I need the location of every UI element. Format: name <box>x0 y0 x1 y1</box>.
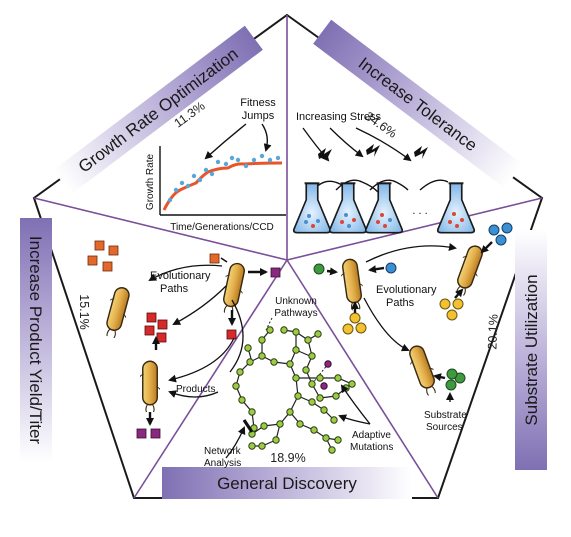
product-paths-line1: Evolutionary <box>150 270 211 282</box>
section-dividers <box>33 15 543 499</box>
lightning-icon <box>318 148 332 161</box>
network-dashed <box>265 317 329 385</box>
banner-substrate: Substrate Utilization <box>515 230 547 470</box>
growth-xlabel: Time/Generations/CCD <box>170 222 274 233</box>
fitness-jumps-line1: Fitness <box>240 97 276 109</box>
adaptive-arrow-2 <box>338 414 371 425</box>
network-analysis-arrow <box>225 426 246 459</box>
substrate-paths-line1: Evolutionary <box>376 284 437 296</box>
banner-discovery: General Discovery <box>162 467 412 499</box>
network-line1: Network <box>204 446 242 457</box>
products-label: Products <box>176 384 215 395</box>
substrate-arrow-green <box>326 267 338 276</box>
product-arrow-curve-up <box>229 299 244 373</box>
flask-connector-4 <box>419 179 449 191</box>
substrate-blue-dots <box>385 222 513 274</box>
substrate-paths-line2: Paths <box>386 297 415 309</box>
discovery-panel: Unknown Pathways <box>204 296 393 469</box>
network-nodes <box>232 326 356 454</box>
pct-substrate: 20.1% <box>485 314 500 350</box>
product-arrow-curve-left <box>148 264 223 281</box>
unknown-line1: Unknown <box>275 296 317 307</box>
flask-dots <box>304 212 464 228</box>
network-black-segment <box>242 419 254 433</box>
product-arrow-curve-low <box>168 337 235 383</box>
adaptive-line1: Adaptive <box>352 430 391 441</box>
substrate-arrow-green-right <box>433 373 446 382</box>
network-highlight-nodes <box>320 360 332 390</box>
product-panel: Evolutionary Paths Products <box>87 240 281 439</box>
sources-line2: Sources <box>426 422 463 433</box>
unknown-line2: Pathways <box>274 308 317 319</box>
purple-squares <box>136 267 281 439</box>
network-line2: Analysis <box>204 458 241 469</box>
product-paths-line2: Paths <box>160 283 189 295</box>
product-arrow-orange-to-bact <box>220 257 228 263</box>
lightning-icon <box>366 144 380 157</box>
adaptive-arrow-1 <box>340 384 371 425</box>
pct-product: 15.1% <box>77 294 91 329</box>
substrate-arrow-yellow-right <box>454 288 464 299</box>
substrate-yellow-dots <box>342 298 464 335</box>
fitness-jumps-line2: Jumps <box>242 110 275 122</box>
substrate-arrow-curve-up <box>365 243 457 263</box>
growth-panel: Fitness Jumps Growth Rate Time/Generatio… <box>145 97 286 233</box>
stress-arrow-2 <box>329 127 364 158</box>
substrate-panel: Evolutionary Paths Substrate Sources <box>313 222 513 433</box>
stress-arrow-3 <box>355 127 412 162</box>
product-arrow-curve-mid <box>172 285 227 325</box>
growth-scatter <box>167 153 281 203</box>
substrate-green-dots <box>313 263 466 391</box>
fitness-arrow-2 <box>261 123 272 152</box>
stress-arrow-1 <box>302 127 330 162</box>
orange-squares <box>87 240 220 272</box>
fitness-arrow-1 <box>204 123 247 160</box>
substrate-arrow-curve-down <box>363 297 410 352</box>
pct-discovery: 18.9% <box>270 451 305 465</box>
product-arrow-products <box>168 390 219 398</box>
growth-ylabel: Growth Rate <box>145 153 156 210</box>
adaptive-line2: Mutations <box>350 442 393 453</box>
banner-product: Increase Product Yield/Titer <box>20 218 52 462</box>
substrate-arrow-blue-right <box>480 241 493 254</box>
banner-substrate-label: Substrate Utilization <box>522 274 541 425</box>
tolerance-ellipsis: . . . <box>412 205 427 217</box>
tolerance-panel: Increasing Stress . . . <box>292 111 476 234</box>
banner-product-label: Increase Product Yield/Titer <box>26 236 45 445</box>
lightning-icon <box>414 146 428 159</box>
stress-label: Increasing Stress <box>296 111 381 123</box>
growth-curve <box>162 161 283 211</box>
sources-line1: Substrate <box>424 410 467 421</box>
substrate-arrow-blue <box>368 265 385 274</box>
banner-discovery-label: General Discovery <box>217 474 357 493</box>
